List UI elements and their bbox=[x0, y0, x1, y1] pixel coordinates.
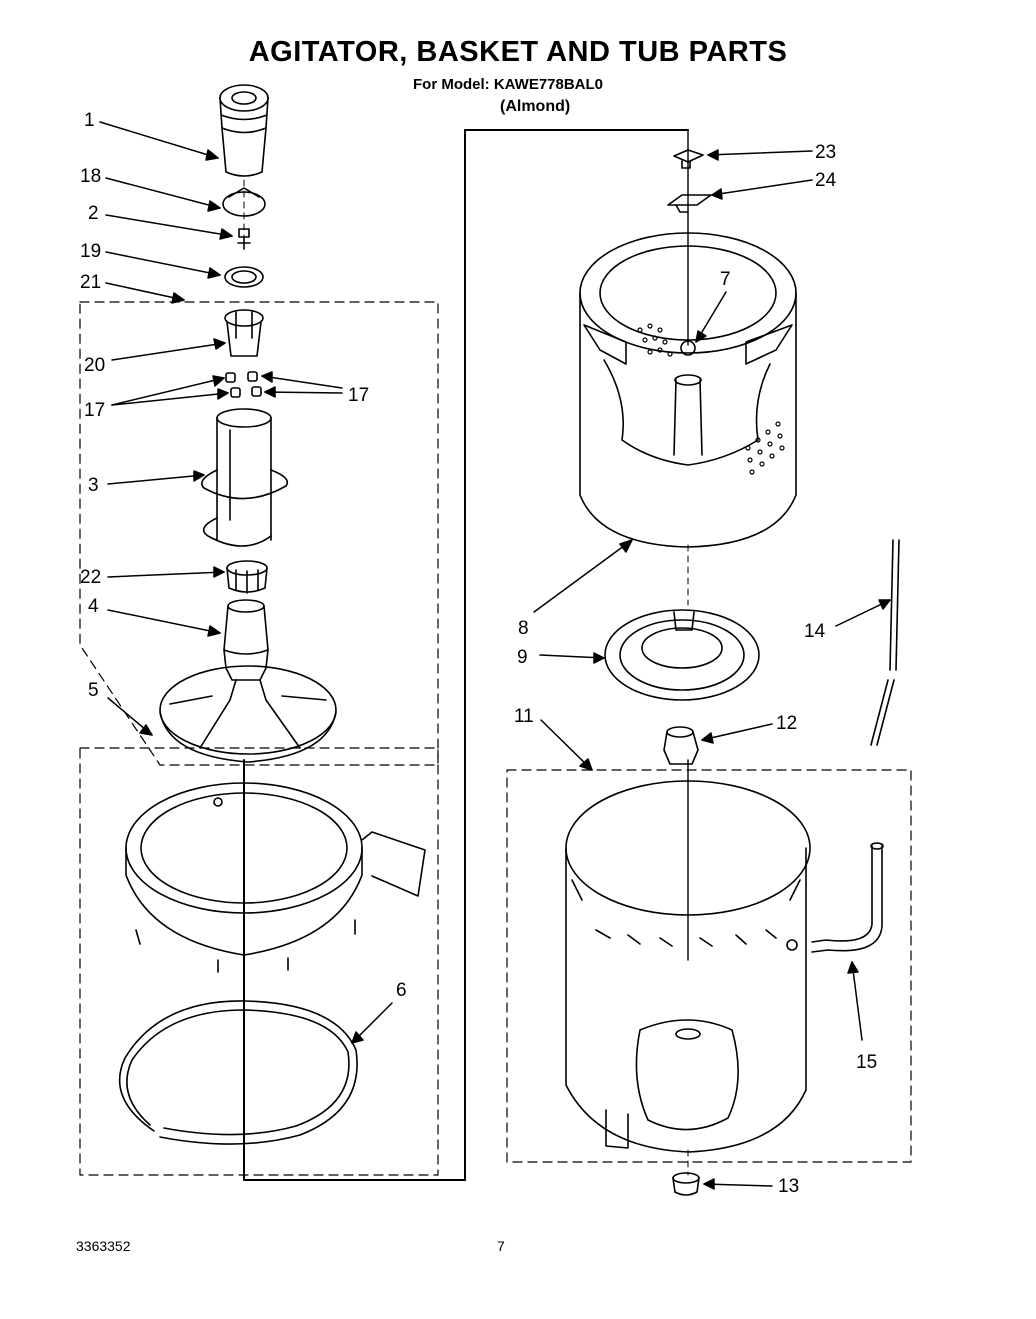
hub-nut-part bbox=[672, 1172, 700, 1196]
basket-holes bbox=[637, 323, 785, 475]
agitator-dogs-part bbox=[225, 371, 262, 398]
callout-18: 18 bbox=[80, 166, 101, 187]
overflow-hose-part bbox=[811, 842, 884, 953]
seal-ring-part bbox=[224, 266, 264, 288]
callout-12: 12 bbox=[776, 713, 797, 734]
dispenser-cup-part bbox=[219, 84, 269, 177]
callout-4: 4 bbox=[88, 596, 99, 617]
callout-5: 5 bbox=[88, 680, 99, 701]
callout-23: 23 bbox=[815, 142, 836, 163]
callout-6: 6 bbox=[396, 980, 407, 1001]
callout-21: 21 bbox=[80, 272, 101, 293]
callout-8: 8 bbox=[518, 618, 529, 639]
group-boxes bbox=[79, 301, 912, 1176]
bolt-part bbox=[237, 228, 251, 250]
callout-19: 19 bbox=[80, 241, 101, 262]
page-number: 7 bbox=[497, 1238, 505, 1254]
callout-14: 14 bbox=[804, 621, 826, 642]
callout-11: 11 bbox=[514, 706, 534, 727]
drive-hub-part bbox=[663, 726, 699, 765]
basket-hub-part bbox=[604, 609, 760, 701]
page-title: AGITATOR, BASKET AND TUB PARTS bbox=[248, 36, 788, 68]
callout-7: 7 bbox=[720, 269, 731, 290]
model-label: For Model: KAWE778BAL0 bbox=[413, 76, 604, 93]
balance-ring-part bbox=[125, 782, 426, 973]
top-clip-parts bbox=[667, 149, 712, 213]
tub-group-box bbox=[506, 769, 912, 1163]
color-variant-label: (Almond) bbox=[500, 98, 571, 115]
outer-tub-part bbox=[565, 780, 811, 1153]
leader-lines bbox=[99, 121, 891, 1190]
snap-ring-part bbox=[118, 1000, 358, 1145]
callout-20: 20 bbox=[84, 355, 105, 376]
spin-basket-part bbox=[579, 232, 797, 548]
auger-part bbox=[201, 408, 289, 547]
callout-1: 1 bbox=[84, 110, 95, 131]
cam-part bbox=[224, 309, 264, 357]
document-number: 3363352 bbox=[76, 1238, 131, 1254]
callout-2: 2 bbox=[88, 203, 99, 224]
callout-17-right: 17 bbox=[348, 385, 369, 406]
agitator-base-part bbox=[159, 599, 337, 763]
coupling-part bbox=[226, 560, 268, 594]
callout-17-left: 17 bbox=[84, 400, 105, 421]
callout-9: 9 bbox=[517, 647, 528, 668]
assembly-lines bbox=[243, 129, 689, 1181]
callout-15: 15 bbox=[856, 1052, 877, 1073]
callout-22: 22 bbox=[80, 567, 101, 588]
callout-numbers: 1 18 2 19 21 20 17 17 3 22 4 5 6 23 24 7… bbox=[80, 110, 877, 1197]
callout-3: 3 bbox=[88, 475, 99, 496]
agitator-group-box bbox=[79, 301, 439, 766]
callout-13: 13 bbox=[778, 1176, 799, 1197]
basket-group-box bbox=[79, 747, 439, 1176]
vent-tube-part bbox=[870, 539, 900, 746]
callout-24: 24 bbox=[815, 170, 837, 191]
cap-part bbox=[222, 187, 266, 217]
